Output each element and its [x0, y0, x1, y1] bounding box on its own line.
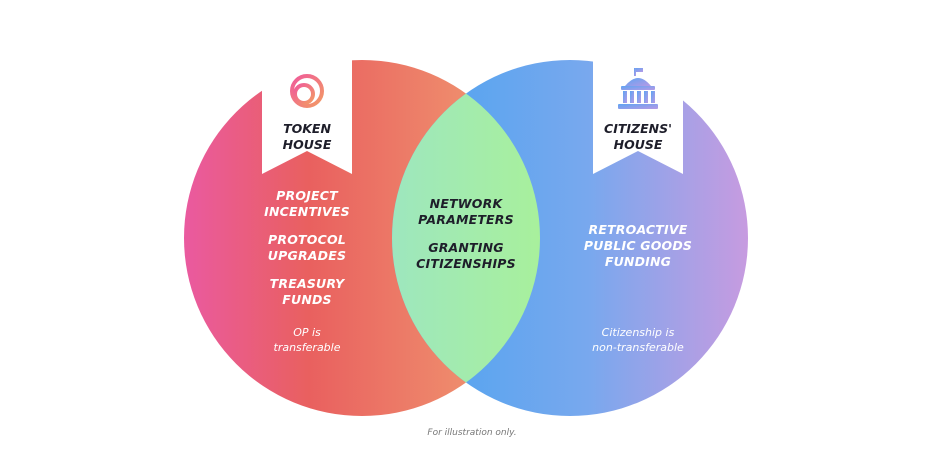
token-item-protocol-upgrades: PROTOCOL UPGRADES [267, 232, 347, 263]
shared-item-network-parameters: NETWORK PARAMETERS [418, 196, 514, 227]
token-item-project-incentives: PROJECT INCENTIVES [264, 188, 350, 219]
citizens-house-title: CITIZENS' HOUSE [604, 121, 672, 152]
capitol-building-icon [618, 68, 658, 109]
footer-note: For illustration only. [427, 428, 517, 438]
token-item-treasury-funds: TREASURY FUNDS [269, 276, 345, 307]
rings-logo-icon [290, 74, 324, 108]
citizens-item-retroactive-funding: RETROACTIVE PUBLIC GOODS FUNDING [583, 222, 693, 269]
token-note: OP is transferable [273, 326, 341, 354]
overlap-region [392, 60, 540, 416]
citizens-note: Citizenship is non-transferable [592, 326, 684, 354]
shared-item-granting-citizenships: GRANTING CITIZENSHIPS [416, 240, 516, 271]
token-house-title: TOKEN HOUSE [282, 121, 332, 152]
token-house-tab [262, 26, 352, 174]
